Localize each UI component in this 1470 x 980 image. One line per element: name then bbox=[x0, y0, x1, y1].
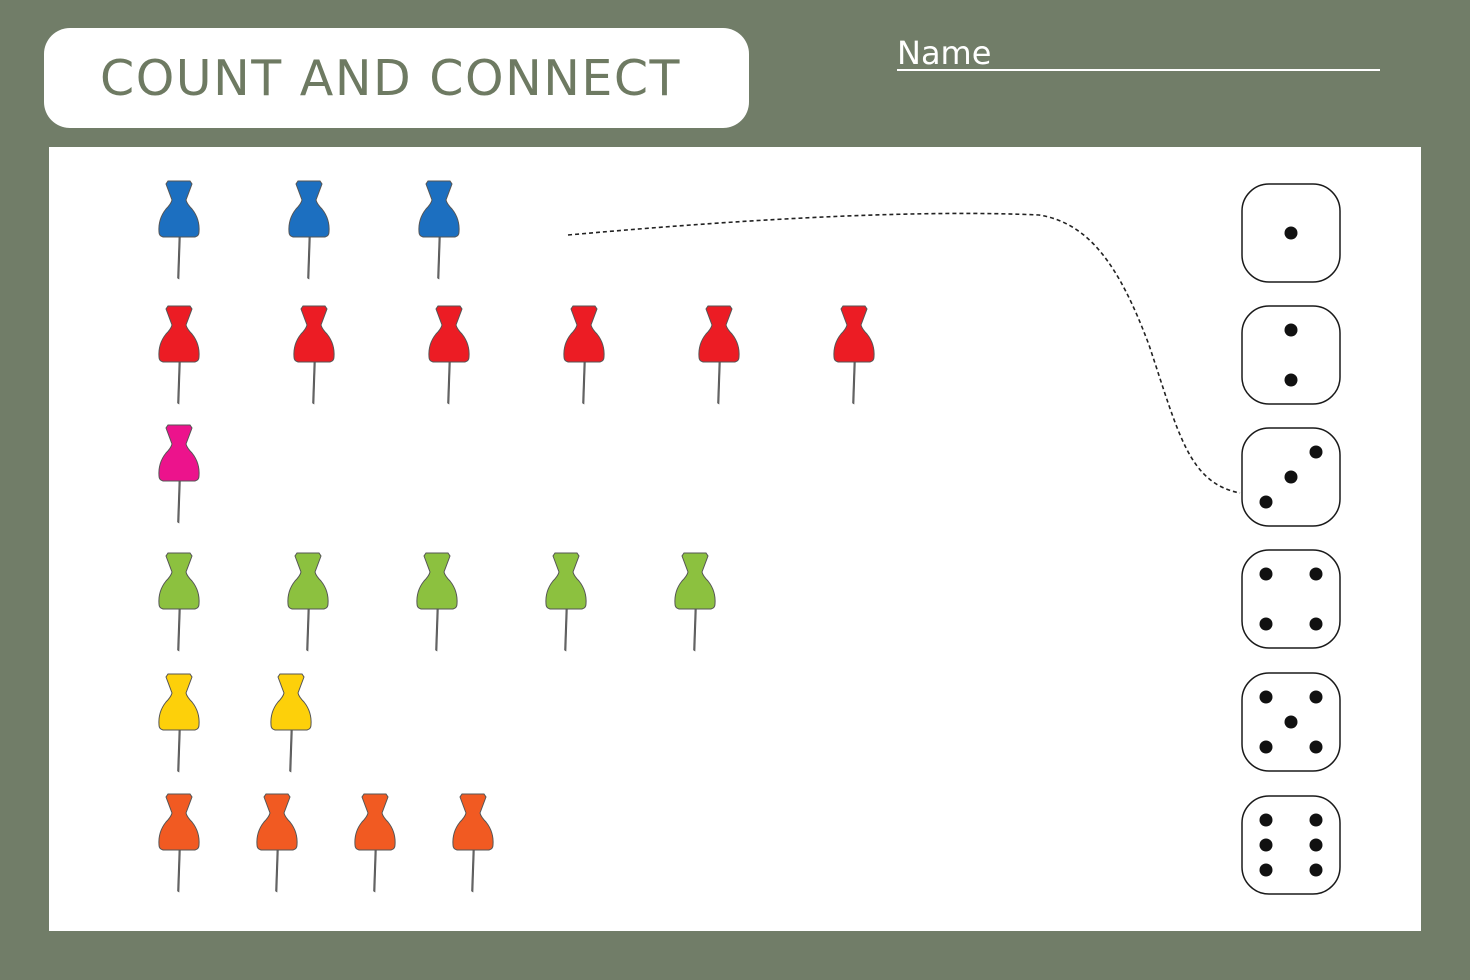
die-pip bbox=[1259, 863, 1273, 877]
pushpin-icon bbox=[698, 305, 740, 405]
die-pip bbox=[1284, 470, 1298, 484]
pushpin-icon bbox=[293, 305, 335, 405]
name-field[interactable] bbox=[897, 69, 1380, 71]
die-pip bbox=[1309, 567, 1323, 581]
die-pip bbox=[1259, 567, 1273, 581]
page-title: COUNT AND CONNECT bbox=[100, 49, 681, 107]
die-pip bbox=[1309, 740, 1323, 754]
pushpin-icon bbox=[428, 305, 470, 405]
die-pip bbox=[1309, 813, 1323, 827]
pin-row-orange bbox=[158, 793, 494, 893]
pushpin-icon bbox=[158, 552, 200, 652]
die-pip bbox=[1259, 740, 1273, 754]
pushpin-icon bbox=[287, 552, 329, 652]
example-connection-line bbox=[567, 212, 1241, 494]
worksheet bbox=[49, 147, 1421, 931]
die-pip bbox=[1284, 226, 1298, 240]
die-pip bbox=[1309, 838, 1323, 852]
pushpin-icon bbox=[416, 552, 458, 652]
pin-row-blue bbox=[158, 180, 460, 280]
pushpin-icon bbox=[354, 793, 396, 893]
pushpin-icon bbox=[418, 180, 460, 280]
pushpin-icon bbox=[288, 180, 330, 280]
name-label: Name bbox=[897, 34, 992, 72]
die-pip bbox=[1259, 838, 1273, 852]
die-5[interactable] bbox=[1241, 672, 1341, 772]
pushpin-icon bbox=[158, 793, 200, 893]
pushpin-icon bbox=[545, 552, 587, 652]
die-pip bbox=[1284, 373, 1298, 387]
pushpin-icon bbox=[256, 793, 298, 893]
die-pip bbox=[1309, 863, 1323, 877]
pushpin-icon bbox=[833, 305, 875, 405]
die-1[interactable] bbox=[1241, 183, 1341, 283]
pushpin-icon bbox=[158, 424, 200, 524]
pushpin-icon bbox=[452, 793, 494, 893]
die-pip bbox=[1309, 690, 1323, 704]
pin-row-pink bbox=[158, 424, 200, 524]
die-4[interactable] bbox=[1241, 549, 1341, 649]
die-pip bbox=[1309, 617, 1323, 631]
pushpin-icon bbox=[270, 673, 312, 773]
die-pip bbox=[1284, 323, 1298, 337]
title-banner: COUNT AND CONNECT bbox=[44, 28, 749, 128]
pushpin-icon bbox=[674, 552, 716, 652]
pushpin-icon bbox=[158, 673, 200, 773]
die-2[interactable] bbox=[1241, 305, 1341, 405]
pin-row-red bbox=[158, 305, 875, 405]
die-3[interactable] bbox=[1241, 427, 1341, 527]
pushpin-icon bbox=[158, 180, 200, 280]
die-pip bbox=[1259, 813, 1273, 827]
count-and-connect-board bbox=[158, 180, 1341, 895]
pin-row-yellow bbox=[158, 673, 312, 773]
die-pip bbox=[1309, 445, 1323, 459]
pushpin-icon bbox=[158, 305, 200, 405]
die-pip bbox=[1284, 715, 1298, 729]
die-pip bbox=[1259, 495, 1273, 509]
pin-row-green bbox=[158, 552, 716, 652]
die-pip bbox=[1259, 690, 1273, 704]
pushpin-icon bbox=[563, 305, 605, 405]
die-6[interactable] bbox=[1241, 795, 1341, 895]
die-pip bbox=[1259, 617, 1273, 631]
